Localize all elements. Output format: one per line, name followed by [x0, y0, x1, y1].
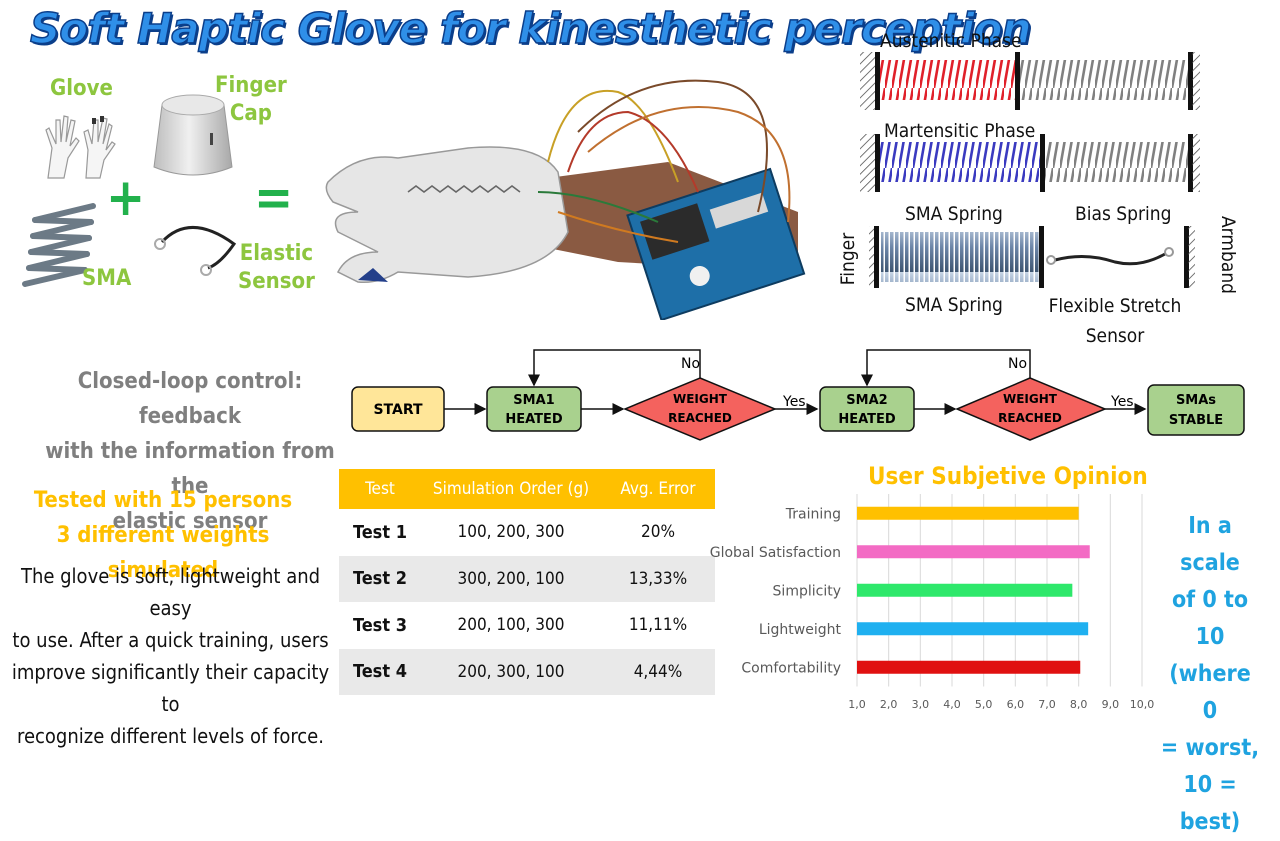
x-tick-label: 1,0	[848, 698, 866, 711]
y-category-label: Comfortability	[741, 660, 841, 676]
yes-label-1: Yes	[782, 394, 806, 410]
svg-text:SMA1: SMA1	[513, 393, 554, 408]
x-tick-label: 4,0	[943, 698, 961, 711]
chart-title: User Subjetive Opinion	[868, 462, 1148, 490]
svg-text:SMA2: SMA2	[846, 393, 887, 408]
table-cell: Test 4	[339, 648, 421, 695]
x-tick-label: 5,0	[975, 698, 993, 711]
table-header: Simulation Order (g)	[421, 469, 601, 509]
equals-sign: =	[254, 168, 294, 228]
austenitic-phase-label: Austenitic Phase	[880, 30, 1022, 52]
bar	[857, 506, 1079, 520]
svg-text:WEIGHT: WEIGHT	[1003, 392, 1058, 406]
x-tick-label: 6,0	[1007, 698, 1025, 711]
table-header-row: Test Simulation Order (g) Avg. Error	[339, 469, 715, 509]
table-cell: 200, 100, 300	[421, 602, 601, 649]
flowchart: START SMA1 HEATED WEIGHT REACHED No Yes …	[345, 340, 1255, 454]
finger-cap-icon	[148, 85, 238, 184]
table-row: Test 3 200, 100, 300 11,11%	[339, 602, 715, 649]
prototype-photo	[318, 72, 808, 322]
x-tick-label: 7,0	[1038, 698, 1056, 711]
x-tick-label: 8,0	[1070, 698, 1088, 711]
y-category-label: Lightweight	[759, 622, 842, 638]
svg-text:REACHED: REACHED	[668, 411, 732, 425]
description-text: The glove is soft, lightweight and easy …	[11, 564, 330, 748]
table-cell: Test 1	[339, 509, 421, 556]
table-cell: 20%	[601, 509, 715, 556]
y-category-label: Simplicity	[773, 583, 841, 599]
finger-cap-label: Finger Cap	[215, 73, 287, 126]
flow-sma2-heated: SMA2 HEATED	[819, 386, 915, 432]
y-category-label: Global Satisfaction	[710, 545, 841, 561]
sma-label: SMA	[82, 266, 132, 291]
glove-icon	[40, 108, 120, 187]
x-tick-label: 9,0	[1102, 698, 1120, 711]
svg-text:STABLE: STABLE	[1169, 413, 1223, 428]
table-row: Test 4 200, 300, 100 4,44%	[339, 648, 715, 695]
elastic-sensor-icon	[150, 218, 240, 282]
closed-loop-text: Closed-loop control: feedback with the i…	[45, 369, 335, 534]
phase-diagram	[850, 48, 1200, 202]
flow-sma1-heated: SMA1 HEATED	[486, 386, 582, 432]
spring-diagram	[855, 222, 1195, 296]
flow-smas-stable: SMAs STABLE	[1147, 384, 1245, 436]
table-row: Test 1 100, 200, 300 20%	[339, 509, 715, 556]
bar	[857, 622, 1089, 636]
bias-spring-label: Bias Spring	[1075, 203, 1172, 225]
no-label-2: No	[1008, 356, 1027, 372]
yes-label-2: Yes	[1110, 394, 1134, 410]
table-cell: 200, 300, 100	[421, 648, 601, 695]
sma-spring-icon	[15, 192, 100, 296]
y-category-label: Training	[785, 506, 841, 522]
table-row: Test 2 300, 200, 100 13,33%	[339, 555, 715, 602]
table-cell: 11,11%	[601, 602, 715, 649]
table-cell: 4,44%	[601, 648, 715, 695]
x-tick-label: 3,0	[912, 698, 930, 711]
armband-label: Armband	[1217, 215, 1239, 295]
flow-weight-reached-1: WEIGHT REACHED	[623, 377, 777, 441]
svg-text:HEATED: HEATED	[838, 412, 896, 427]
x-tick-label: 10,0	[1130, 698, 1155, 711]
table-cell: Test 3	[339, 602, 421, 649]
svg-text:REACHED: REACHED	[998, 411, 1062, 425]
svg-text:START: START	[373, 402, 423, 418]
flow-weight-reached-2: WEIGHT REACHED	[955, 377, 1107, 441]
svg-text:SMAs: SMAs	[1176, 393, 1216, 408]
x-tick-label: 2,0	[880, 698, 898, 711]
elastic-sensor-label: Elastic Sensor	[238, 241, 315, 294]
svg-text:HEATED: HEATED	[505, 412, 563, 427]
page-title: Soft Haptic Glove for kinesthetic percep…	[29, 3, 1032, 54]
table-cell: Test 2	[339, 555, 421, 602]
bar	[857, 660, 1081, 674]
sma-spring-label-top: SMA Spring	[905, 203, 1003, 225]
scale-note: In a scale of 0 to 10 (where 0 = worst, …	[1160, 513, 1260, 835]
svg-text:WEIGHT: WEIGHT	[673, 392, 728, 406]
bar	[857, 545, 1090, 559]
plus-sign: +	[106, 168, 146, 228]
glove-label: Glove	[50, 76, 113, 101]
table-cell: 300, 200, 100	[421, 555, 601, 602]
sma-spring-label-bottom: SMA Spring	[905, 294, 1003, 316]
martensitic-phase-label: Martensitic Phase	[884, 120, 1036, 142]
tested-text: Tested with 15 persons 3 different weigh…	[33, 488, 293, 583]
flow-start: START	[351, 386, 445, 432]
no-label-1: No	[681, 356, 700, 372]
bar	[857, 583, 1073, 597]
flexible-sensor-label: Flexible Stretch Sensor	[1048, 295, 1182, 347]
table-cell: 100, 200, 300	[421, 509, 601, 556]
table-header: Test	[339, 469, 421, 509]
table-header: Avg. Error	[601, 469, 715, 509]
results-table: Test Simulation Order (g) Avg. Error Tes…	[339, 469, 715, 695]
table-cell: 13,33%	[601, 555, 715, 602]
